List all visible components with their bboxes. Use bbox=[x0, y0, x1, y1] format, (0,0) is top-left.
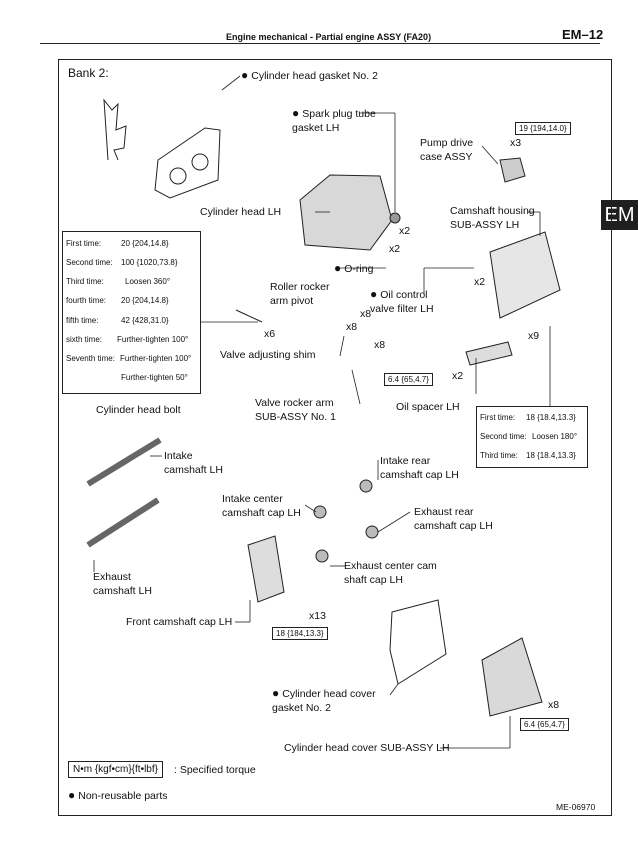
housing-value-1: 18 {18.4,13.3} bbox=[526, 413, 576, 422]
header-divider bbox=[40, 43, 600, 44]
bolt-value-7: Further-tighten 100° bbox=[120, 354, 192, 363]
housing-torque-table: First time: 18 {18.4,13.3} Second time: … bbox=[476, 406, 588, 468]
housing-step-1: First time: bbox=[480, 413, 516, 422]
oil-spacer-drawing bbox=[465, 341, 513, 366]
bolt-step-6: sixth time: bbox=[66, 335, 103, 344]
housing-value-3: 18 {18.4,13.3} bbox=[526, 451, 576, 460]
page-number: EM–12 bbox=[562, 27, 604, 42]
bolt-value-4: 20 {204,14.8} bbox=[121, 296, 169, 305]
torque-spacer: 6.4 {65,4.7} bbox=[384, 373, 433, 386]
label-valve-adjusting-shim: Valve adjusting shim bbox=[220, 349, 316, 361]
label-pump-drive-case: Pump drive case ASSY bbox=[420, 137, 474, 163]
pump-drive-drawing bbox=[499, 157, 526, 183]
label-intake-center-cap: Intake center camshaft cap LH bbox=[222, 493, 301, 519]
section-tab: EM bbox=[601, 200, 638, 230]
label-intake-camshaft: Intake camshaft LH bbox=[164, 450, 223, 476]
qty-x9: x9 bbox=[528, 330, 540, 342]
torque-cover: 6.4 {65,4.7} bbox=[520, 718, 569, 731]
leader-shim bbox=[339, 335, 345, 357]
label-intake-rear-cap: Intake rear camshaft cap LH bbox=[380, 455, 459, 481]
label-cylinder-head: Cylinder head LH bbox=[200, 206, 282, 218]
cylinder-head-bolt-drawing bbox=[235, 309, 263, 323]
page-title: Engine mechanical - Partial engine ASSY … bbox=[226, 32, 432, 42]
intake-center-cap-drawing bbox=[313, 505, 327, 519]
bolt-value-2: 100 {1020,73.8} bbox=[121, 258, 178, 267]
bolt-value-3: Loosen 360° bbox=[125, 277, 171, 286]
qty-x2-plug: x2 bbox=[399, 225, 411, 237]
bolt-step-5: fifth time: bbox=[66, 316, 99, 325]
qty-x8-pivot: x8 bbox=[360, 308, 372, 320]
gasket-bore-1 bbox=[169, 167, 187, 185]
cover-gasket-drawing bbox=[389, 599, 447, 685]
qty-x13: x13 bbox=[309, 610, 326, 622]
leader-pump bbox=[481, 145, 499, 165]
qty-x6: x6 bbox=[264, 328, 276, 340]
bolt-step-2: Second time: bbox=[66, 258, 113, 267]
legend-unit-box: N•m {kgf•cm}{ft•lbf} bbox=[68, 761, 163, 778]
intake-rear-cap-drawing bbox=[359, 479, 373, 493]
exhaust-rear-cap-drawing bbox=[365, 525, 379, 539]
diagram-frame bbox=[58, 59, 612, 816]
qty-x3: x3 bbox=[510, 137, 522, 149]
bank-label: Bank 2: bbox=[68, 66, 109, 80]
bolt-step-3: Third time: bbox=[66, 277, 104, 286]
cylinder-head-drawing bbox=[299, 174, 393, 251]
exhaust-center-cap-drawing bbox=[315, 549, 329, 563]
gasket-bore-2 bbox=[191, 153, 209, 171]
label-exhaust-center-cap: Exhaust center cam shaft cap LH bbox=[344, 560, 437, 586]
qty-x8-rocker: x8 bbox=[374, 339, 386, 351]
label-cover-gasket: Cylinder head cover gasket No. 2 bbox=[272, 686, 376, 715]
label-cylinder-head-gasket: Cylinder head gasket No. 2 bbox=[241, 68, 378, 83]
label-spark-plug-tube-gasket: Spark plug tube gasket LH bbox=[292, 106, 376, 135]
bolt-step-7: Seventh time: bbox=[66, 354, 115, 363]
torque-front-cap: 18 {184,13.3} bbox=[272, 627, 328, 640]
label-exhaust-rear-cap: Exhaust rear camshaft cap LH bbox=[414, 506, 493, 532]
label-cylinder-head-bolt: Cylinder head bolt bbox=[96, 404, 181, 416]
figure-code: ME-06970 bbox=[556, 802, 596, 812]
label-valve-rocker-arm: Valve rocker arm SUB-ASSY No. 1 bbox=[255, 397, 336, 423]
cover-drawing bbox=[481, 637, 543, 717]
camshaft-housing-drawing bbox=[489, 231, 561, 319]
intake-camshaft-drawing bbox=[86, 437, 162, 487]
exhaust-camshaft-drawing bbox=[86, 497, 160, 548]
qty-x2-oring: x2 bbox=[389, 243, 401, 255]
gasket-wire-drawing bbox=[103, 98, 127, 161]
bolt-value-1: 20 {204,14.8} bbox=[121, 239, 169, 248]
label-exhaust-camshaft: Exhaust camshaft LH bbox=[93, 571, 152, 597]
bolt-value-5: 42 {428,31.0} bbox=[121, 316, 169, 325]
label-oil-spacer: Oil spacer LH bbox=[396, 401, 460, 413]
leader-gasket bbox=[221, 75, 241, 91]
leader-intake-center bbox=[304, 504, 317, 513]
qty-x2-spacer: x2 bbox=[452, 370, 464, 382]
qty-x2-housing: x2 bbox=[474, 276, 486, 288]
label-cover-assy: Cylinder head cover SUB-ASSY LH bbox=[284, 742, 450, 754]
legend-nonreusable: Non-reusable parts bbox=[68, 788, 167, 803]
legend-unit-text: : Specified torque bbox=[174, 764, 256, 776]
bolt-torque-table: First time: 20 {204,14.8} Second time: 1… bbox=[62, 231, 201, 394]
qty-x8-shim: x8 bbox=[346, 321, 358, 333]
head-gasket-drawing bbox=[154, 127, 221, 199]
leader-exhaust-rear bbox=[377, 511, 411, 533]
leader-rocker bbox=[351, 369, 361, 405]
housing-value-2: Loosen 180° bbox=[532, 432, 578, 441]
label-roller-rocker-arm-pivot: Roller rocker arm pivot bbox=[270, 281, 330, 307]
label-camshaft-housing: Camshaft housing SUB-ASSY LH bbox=[450, 205, 535, 231]
label-front-camshaft-cap: Front camshaft cap LH bbox=[126, 616, 233, 628]
housing-step-3: Third time: bbox=[480, 451, 518, 460]
bolt-value-6: Further-tighten 100° bbox=[117, 335, 189, 344]
bolt-step-4: fourth time: bbox=[66, 296, 107, 305]
leader-cover-gasket bbox=[389, 683, 399, 696]
bolt-step-1: First time: bbox=[66, 239, 102, 248]
qty-x8-cover: x8 bbox=[548, 699, 560, 711]
torque-pump: 19 {194,14.0} bbox=[515, 122, 571, 135]
label-oil-control-valve-filter: Oil control valve filter LH bbox=[370, 287, 434, 316]
label-o-ring: O-ring bbox=[334, 261, 373, 276]
spark-plug-gasket-drawing bbox=[389, 212, 401, 224]
bolt-value-8: Further-tighten 50° bbox=[121, 373, 188, 382]
front-cap-drawing bbox=[247, 535, 285, 603]
housing-step-2: Second time: bbox=[480, 432, 527, 441]
